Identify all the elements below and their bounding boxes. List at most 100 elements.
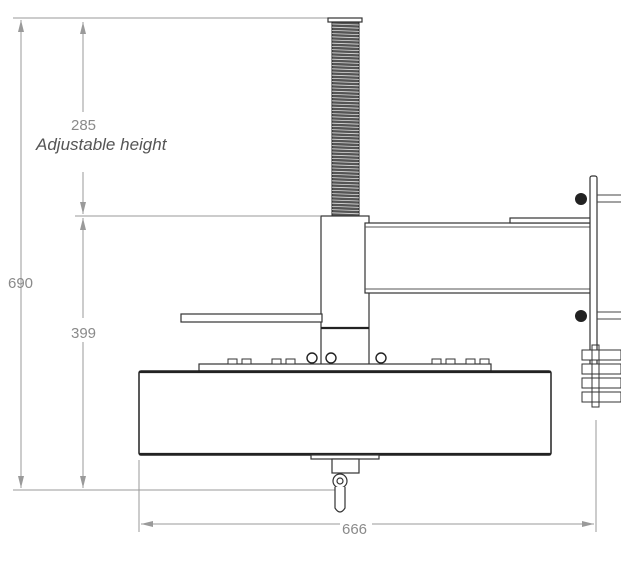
spring-coil — [331, 39, 360, 42]
spring-coil — [331, 145, 360, 147]
spring-coil — [331, 46, 360, 48]
spring-coil — [331, 122, 360, 125]
spring-coil — [331, 87, 360, 90]
spring-coil — [331, 94, 360, 96]
arrow-icon — [80, 202, 86, 214]
spring-top-cap — [327, 17, 363, 23]
spring-coil — [331, 138, 360, 141]
bolt-icon — [581, 349, 621, 361]
spring-coil — [331, 110, 360, 112]
spring-coil — [331, 84, 360, 87]
hook-swivel — [331, 458, 360, 474]
bolt-icon — [575, 310, 587, 322]
spring-coil — [331, 202, 360, 205]
arrow-icon — [582, 521, 594, 527]
bolt-icon — [227, 358, 238, 365]
spring-coil — [331, 74, 360, 77]
spring-coil — [331, 135, 360, 138]
spring-coil — [331, 62, 360, 64]
spring-coil — [331, 52, 360, 55]
spring-coil — [331, 167, 360, 170]
spring-coil — [331, 206, 360, 208]
spring-coil — [331, 113, 360, 115]
spring-coil — [331, 132, 360, 135]
side-bolt-stack — [581, 344, 621, 408]
width-value: 666 — [342, 521, 367, 538]
bolt-icon — [581, 377, 621, 389]
arrow-icon — [18, 20, 24, 32]
wall-mount-plate — [589, 175, 598, 373]
threaded-spring-rod — [327, 17, 363, 217]
spring-coil — [331, 65, 360, 67]
swivel-hook — [310, 454, 380, 513]
bolt-icon — [306, 352, 318, 364]
arrow-icon — [80, 218, 86, 230]
bolt-icon — [445, 358, 456, 365]
spring-coil — [331, 33, 360, 35]
weight-disc — [138, 370, 552, 456]
bolt-icon — [479, 358, 490, 365]
spring-coil — [331, 212, 360, 215]
handle-bar — [180, 313, 323, 323]
spring-coil — [331, 186, 360, 189]
spring-coil — [331, 199, 360, 202]
spring-coil — [331, 180, 360, 183]
spring-coil — [331, 170, 360, 173]
horizontal-arm — [364, 222, 594, 294]
spring-coil — [331, 81, 360, 83]
support-column — [320, 215, 370, 367]
spring-coil — [331, 71, 360, 74]
spring-coil — [331, 151, 360, 154]
spring-coil — [331, 30, 360, 32]
spring-coil — [331, 78, 360, 80]
spring-coil — [331, 164, 360, 167]
spring-coil — [331, 97, 360, 99]
total-height-value: 690 — [8, 275, 33, 292]
spring-coil — [331, 49, 360, 51]
spring-coil — [331, 36, 360, 39]
spring-body — [331, 21, 360, 217]
arrow-icon — [80, 22, 86, 34]
bolt-icon — [575, 193, 587, 205]
arrow-icon — [141, 521, 153, 527]
spring-coil — [331, 154, 360, 157]
disc-top-plate — [198, 363, 492, 372]
bolt-icon — [325, 352, 337, 364]
spring-coil — [331, 193, 360, 195]
spring-coil — [331, 126, 360, 128]
bolt-stack-plate — [591, 344, 600, 408]
bolt-icon — [431, 358, 442, 365]
bolt-icon — [465, 358, 476, 365]
spring-coil — [331, 190, 360, 192]
spring-coil — [331, 174, 360, 176]
spring-coil — [331, 119, 360, 122]
spring-coil — [331, 148, 360, 151]
arrow-icon — [80, 476, 86, 488]
spring-coil — [331, 103, 360, 106]
bolt-icon — [581, 363, 621, 375]
spring-coil — [331, 158, 360, 160]
arm-top-plate — [509, 217, 593, 224]
spring-coil — [331, 26, 360, 29]
spring-coil — [331, 116, 360, 119]
spring-coil — [331, 55, 360, 58]
bolt-icon — [375, 352, 387, 364]
bolt-icon — [581, 391, 621, 403]
spring-coil — [331, 142, 360, 144]
spring-coil — [331, 129, 360, 131]
adjustable-height-value: 285 — [71, 117, 96, 134]
spring-coil — [331, 196, 360, 199]
adjustable-height-label: Adjustable height — [35, 135, 168, 154]
hook-pin — [336, 477, 344, 485]
spring-coil — [331, 58, 360, 61]
spring-coil — [331, 183, 360, 186]
spring-coil — [331, 100, 360, 103]
hook-shackle — [334, 487, 346, 513]
spring-coil — [331, 177, 360, 179]
spring-coil — [331, 161, 360, 163]
hook-base-plate — [310, 454, 380, 460]
spring-coil — [331, 68, 360, 71]
base-height-value: 399 — [71, 325, 96, 342]
spring-coil — [331, 106, 360, 109]
